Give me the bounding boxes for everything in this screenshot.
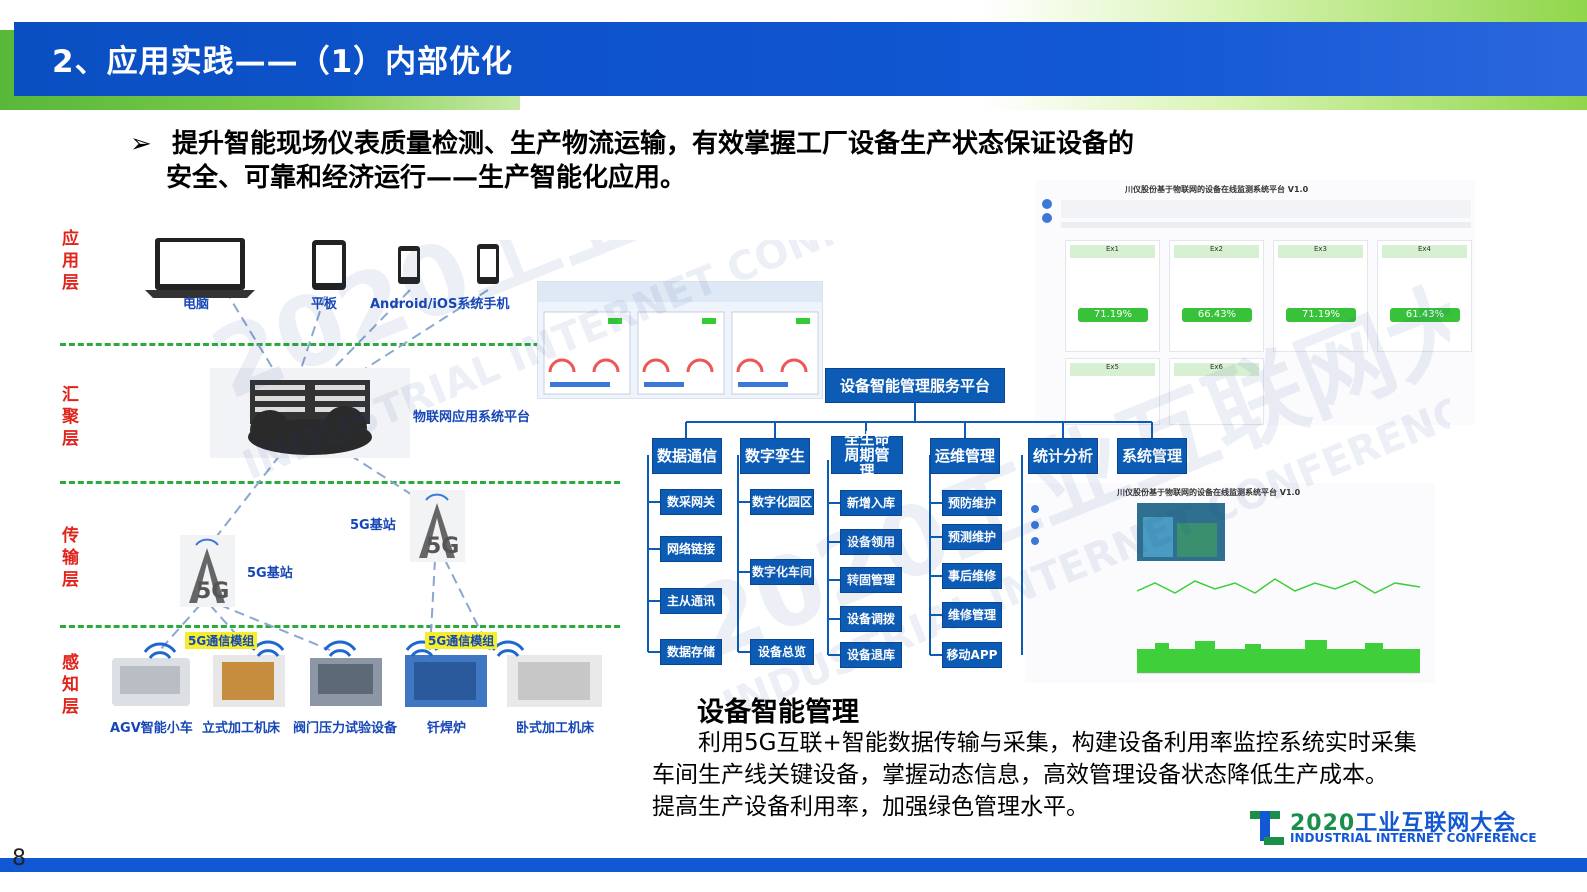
cloud-server-icon <box>210 368 410 458</box>
org-item: 数采网关 <box>660 489 722 515</box>
phone-icon <box>398 246 420 284</box>
device-label: 平板 <box>311 297 338 312</box>
equipment-label: 卧式加工机床 <box>516 721 595 736</box>
org-item: 预测维护 <box>942 524 1002 550</box>
equipment-label: 钎焊炉 <box>427 721 467 736</box>
header-bar <box>14 22 1587 96</box>
section-description: 利用5G互联+智能数据传输与采集，构建设备利用率监控系统实时采集 车间生产线关键… <box>652 727 1532 823</box>
platform-label: 物联网应用系统平台 <box>413 410 531 425</box>
org-category-digital-twin: 数字孪生 <box>740 438 810 474</box>
org-category-operations: 运维管理 <box>930 438 1000 474</box>
equipment-agv-icon <box>112 658 190 706</box>
equipment-horizontal-machine-icon <box>507 655 602 707</box>
org-category-data-communication: 数据通信 <box>652 438 722 474</box>
org-item: 新增入库 <box>840 490 902 516</box>
layer-label-transport: 传输层 <box>62 526 79 590</box>
section-title: 设备智能管理 <box>697 697 859 728</box>
org-item: 设备调拨 <box>840 606 902 632</box>
utilization-badge: 61.43% <box>1390 308 1460 322</box>
slide-title: 2、应用实践——（1）内部优化 <box>52 44 514 80</box>
org-item: 数字化园区 <box>750 489 814 515</box>
tablet-icon <box>312 240 346 290</box>
layer-label-application: 应用层 <box>62 229 79 293</box>
base-station-icon: 5G <box>180 535 235 607</box>
conference-logo-icon <box>1250 811 1284 845</box>
dashboard-top-graphic <box>1042 199 1471 228</box>
org-item: 设备退库 <box>840 642 902 668</box>
utilization-badge: 66.43% <box>1182 308 1252 322</box>
utilization-badge: 71.19% <box>1286 308 1356 322</box>
dashboard-bottom-graphic <box>1031 503 1421 674</box>
gauge-dashboard-screenshot <box>537 281 823 399</box>
base-station-icon: 5G <box>410 490 465 562</box>
org-item: 事后维修 <box>942 563 1002 589</box>
org-item: 预防维护 <box>942 490 1002 516</box>
section-line-2: 车间生产线关键设备，掌握动态信息，高效管理设备状态降低生产成本。 <box>652 762 1388 788</box>
bullet-line-1: 提升智能现场仪表质量检测、生产物流运输，有效掌握工厂设备生产状态保证设备的 <box>172 129 1135 159</box>
section-line-1: 利用5G互联+智能数据传输与采集，构建设备利用率监控系统实时采集 <box>698 730 1417 756</box>
section-line-3: 提高生产设备利用率，加强绿色管理水平。 <box>652 794 1089 820</box>
arrow-bullet-icon: ➢ <box>130 129 152 159</box>
footer-bar <box>0 858 1587 872</box>
svg-text:5G: 5G <box>196 579 229 604</box>
logo-year: 2020 <box>1290 811 1356 836</box>
org-category-lifecycle: 全生命周期管理 <box>831 431 903 479</box>
layer-divider <box>60 625 620 628</box>
svg-text:5G: 5G <box>426 534 459 559</box>
device-label: Android/iOS系统手机 <box>370 297 510 312</box>
conference-logo: 2020工业互联网大会 INDUSTRIAL INTERNET CONFEREN… <box>1250 805 1537 849</box>
org-item: 网络链接 <box>660 536 722 562</box>
logo-name: 工业互联网大会 <box>1355 811 1517 836</box>
device-card: Ex2 66.43% <box>1169 240 1264 352</box>
org-item: 转固管理 <box>840 567 902 593</box>
device-card: Ex5 <box>1065 358 1160 425</box>
org-item: 数据存储 <box>660 639 722 665</box>
org-item: 主从通讯 <box>660 588 722 614</box>
equipment-brazing-furnace-icon <box>405 655 487 707</box>
device-label: 电脑 <box>183 297 210 312</box>
gauge-dashboard-graphic <box>538 282 822 395</box>
layer-label-perception: 感知层 <box>62 653 79 717</box>
logo-subtitle: INDUSTRIAL INTERNET CONFERENCE <box>1290 831 1537 845</box>
equipment-label: 阀门压力试验设备 <box>293 721 398 736</box>
monitoring-dashboard-top: 川仪股份基于物联网的设备在线监测系统平台 V1.0 Ex1 71.19% Ex2… <box>1035 180 1475 425</box>
layer-divider <box>60 343 620 346</box>
device-card: Ex6 <box>1169 358 1264 425</box>
bullet-line-2: 安全、可靠和经济运行——生产智能化应用。 <box>166 163 687 193</box>
device-card: Ex4 61.43% <box>1377 240 1472 352</box>
equipment-label: 立式加工机床 <box>202 721 281 736</box>
layer-divider <box>60 481 620 484</box>
org-item: 设备领用 <box>840 529 902 555</box>
equipment-vertical-machine-icon <box>213 655 285 707</box>
org-category-system: 系统管理 <box>1117 438 1187 474</box>
phone-icon <box>477 244 499 284</box>
dashboard-top-title: 川仪股份基于物联网的设备在线监测系统平台 V1.0 <box>1125 185 1309 194</box>
org-root-node: 设备智能管理服务平台 <box>825 368 1005 403</box>
dashboard-bottom-title: 川仪股份基于物联网的设备在线监测系统平台 V1.0 <box>1117 488 1301 497</box>
device-card: Ex1 71.19% <box>1065 240 1160 352</box>
utilization-badge: 71.19% <box>1078 308 1148 322</box>
module-label: 5G通信模组 <box>185 632 258 649</box>
monitoring-dashboard-bottom: 川仪股份基于物联网的设备在线监测系统平台 V1.0 <box>1025 483 1435 683</box>
org-category-statistics: 统计分析 <box>1028 438 1098 474</box>
laptop-icon <box>145 238 255 298</box>
device-card: Ex3 71.19% <box>1273 240 1368 352</box>
page-number: 8 <box>12 846 26 871</box>
module-label: 5G通信模组 <box>425 632 498 649</box>
org-item: 数字化车间 <box>750 559 814 585</box>
equipment-label: AGV智能小车 <box>110 721 193 736</box>
org-item: 移动APP <box>942 642 1002 668</box>
base-station-label: 5G基站 <box>350 518 396 533</box>
org-item: 维修管理 <box>942 602 1002 628</box>
layer-label-aggregation: 汇聚层 <box>62 385 79 449</box>
org-item: 设备总览 <box>750 639 814 665</box>
base-station-label: 5G基站 <box>247 566 293 581</box>
equipment-valve-tester-icon <box>310 658 382 706</box>
